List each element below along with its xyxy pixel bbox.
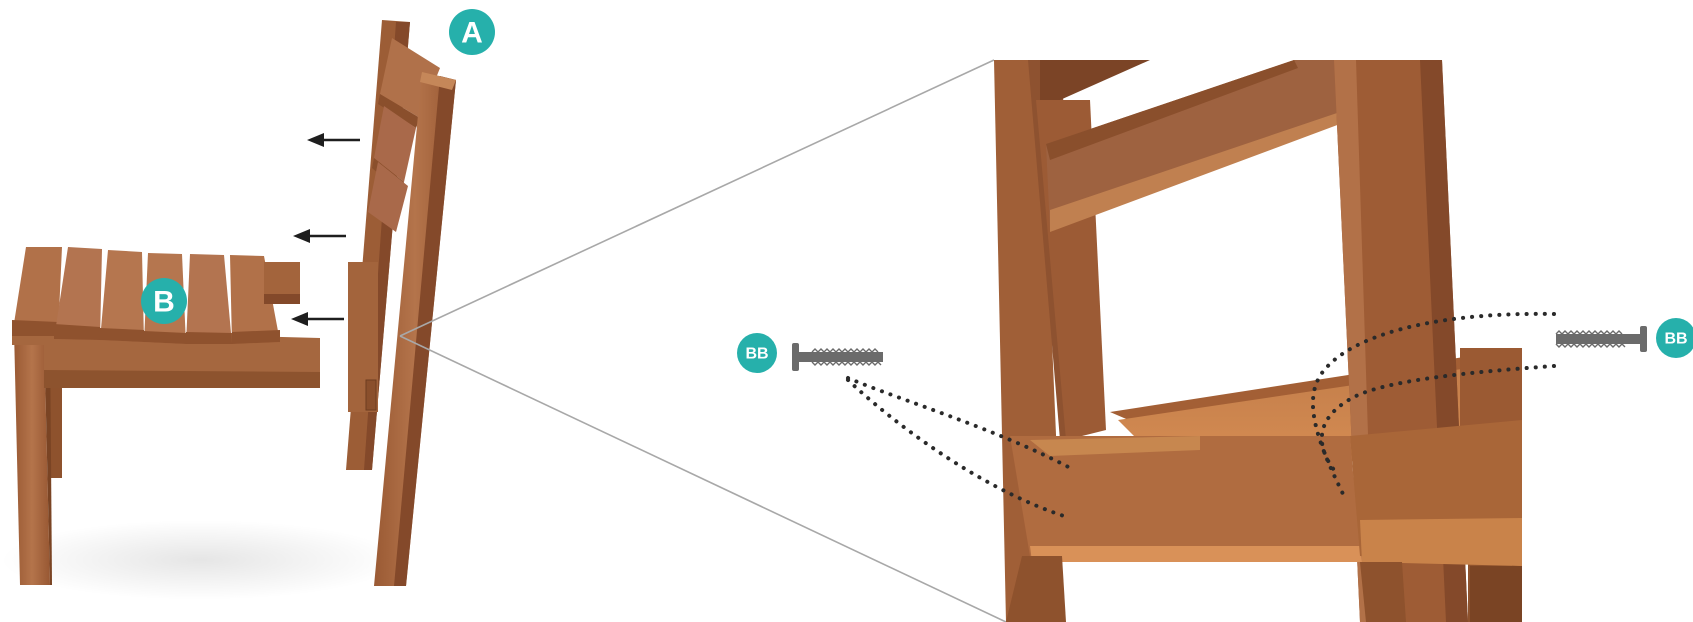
part-a-badge: A — [449, 9, 495, 55]
bolt-paths — [846, 311, 1556, 520]
seat-front-leg — [14, 330, 50, 585]
zoom-callout-lines — [399, 59, 1007, 622]
left-bolt-path-lower — [846, 378, 1072, 520]
back-slat-middle — [374, 106, 416, 182]
zoom-detail-view: BB BB — [737, 60, 1693, 622]
bolt-icon — [792, 343, 883, 371]
detail-top-rail — [1040, 60, 1150, 100]
arrow-left-icon — [307, 133, 360, 147]
part-b-label: B — [153, 286, 175, 319]
part-b-badge: B — [141, 278, 187, 324]
part-a-label: A — [461, 17, 483, 50]
chair-exploded-view: A B — [0, 9, 495, 600]
back-assembly-a — [346, 20, 456, 586]
left-bolt: BB — [737, 333, 883, 373]
seat-assembly-b — [12, 247, 320, 585]
insertion-arrows — [291, 133, 360, 326]
bolt-icon — [1555, 326, 1647, 352]
left-bolt-badge: BB — [737, 333, 777, 373]
right-bolt-badge: BB — [1656, 318, 1693, 358]
right-bolt: BB — [1555, 318, 1693, 358]
seat-back-leg — [48, 370, 62, 478]
floor-shadow — [0, 520, 400, 600]
arrow-left-icon — [291, 312, 344, 326]
detail-seat-rail — [1010, 436, 1360, 556]
back-slat-bottom — [368, 162, 408, 232]
left-bolt-label: BB — [745, 346, 768, 363]
arrow-left-icon — [293, 229, 346, 243]
right-bolt-label: BB — [1664, 331, 1687, 348]
right-bolt-path-lower — [1319, 364, 1556, 472]
